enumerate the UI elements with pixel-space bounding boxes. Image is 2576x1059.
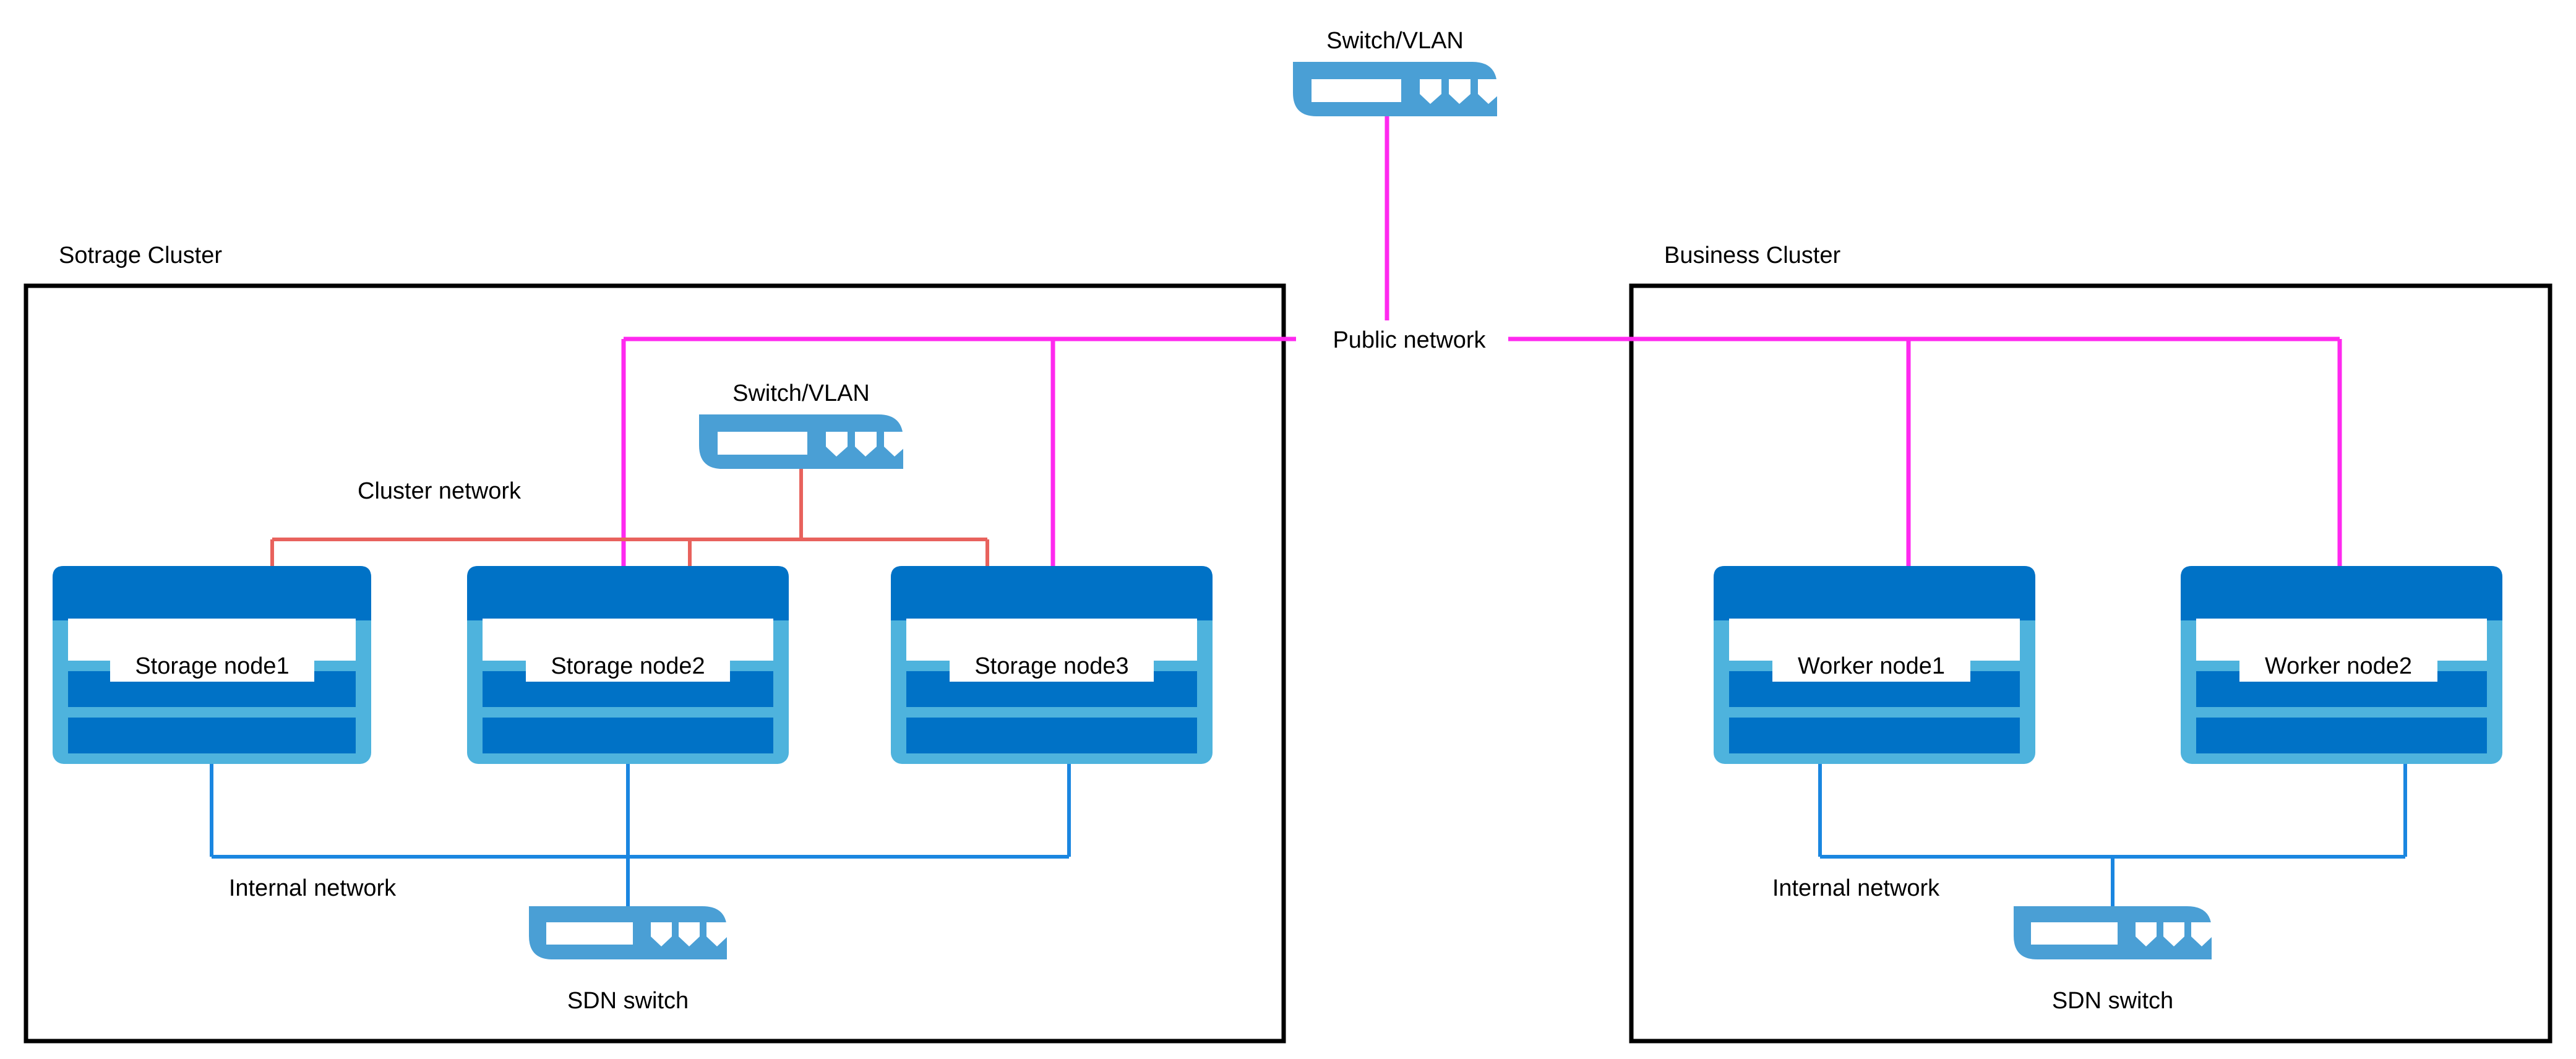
switch-screen <box>546 922 633 945</box>
switch-screen <box>2031 922 2118 945</box>
worker-node-1[interactable]: Worker node1 <box>1714 566 2035 764</box>
business-cluster-box <box>1629 283 2552 1044</box>
worker-node-1-label: Worker node1 <box>1798 653 1945 679</box>
switch-port-icon <box>679 922 700 946</box>
node-label-plate <box>950 647 1154 682</box>
public-network-label-plate <box>1310 320 1508 356</box>
storage-switch-vlan[interactable]: Switch/VLAN <box>699 380 906 469</box>
storage-node-1[interactable]: Storage node1 <box>53 566 371 764</box>
server-bay <box>68 718 356 753</box>
switch-port-icon <box>2191 922 2212 946</box>
server-header <box>53 566 371 620</box>
node-label-plate <box>1772 647 1970 682</box>
node-label-plate <box>2239 647 2437 682</box>
server-bay <box>1729 718 2020 753</box>
storage-cluster-box <box>24 283 1286 1044</box>
storage-node-2[interactable]: Storage node2 <box>467 566 789 764</box>
sdn-switch-business[interactable]: SDN switch <box>2014 906 2212 1014</box>
storage-node-1-label: Storage node1 <box>135 653 289 679</box>
switch-port-icon <box>855 432 877 457</box>
storage-node-2-label: Storage node2 <box>551 653 705 679</box>
top-switch-label: Switch/VLAN <box>1326 28 1464 54</box>
storage-cluster-title: Sotrage Cluster <box>59 242 222 268</box>
business-cluster-title: Business Cluster <box>1664 242 1840 268</box>
storage-node-3[interactable]: Storage node3 <box>891 566 1213 764</box>
node-label-plate <box>110 647 314 682</box>
server-header <box>891 566 1213 620</box>
server-bay <box>483 718 773 753</box>
switch-port-icon <box>884 432 906 457</box>
server-header <box>467 566 789 620</box>
switch-port-icon <box>826 432 848 457</box>
storage-node-3-label: Storage node3 <box>974 653 1128 679</box>
server-bay <box>906 718 1197 753</box>
worker-node-2-label: Worker node2 <box>2265 653 2412 679</box>
switch-port-icon <box>1420 79 1441 104</box>
switch-screen <box>1312 79 1401 102</box>
switch-port-icon <box>706 922 728 946</box>
internal-network-label-storage: Internal network <box>229 875 397 901</box>
switch-screen <box>718 432 807 455</box>
switch-port-icon <box>651 922 672 946</box>
worker-node-2[interactable]: Worker node2 <box>2181 566 2502 764</box>
top-switch-vlan[interactable]: Switch/VLAN <box>1293 28 1500 116</box>
storage-switch-label: Switch/VLAN <box>732 380 870 406</box>
cluster-network-label: Cluster network <box>358 478 522 504</box>
switch-port-icon <box>1449 79 1470 104</box>
sdn-switch-storage[interactable]: SDN switch <box>529 906 728 1014</box>
switch-port-icon <box>1478 79 1500 104</box>
public-network-label: Public network <box>1333 327 1486 353</box>
server-bay <box>2196 718 2487 753</box>
sdn-switch-storage-label: SDN switch <box>567 988 689 1014</box>
node-label-plate <box>526 647 730 682</box>
switch-port-icon <box>2136 922 2157 946</box>
internal-network-label-business: Internal network <box>1772 875 1940 901</box>
sdn-switch-business-label: SDN switch <box>2052 988 2173 1014</box>
server-header <box>2181 566 2502 620</box>
switch-port-icon <box>2163 922 2184 946</box>
server-header <box>1714 566 2035 620</box>
